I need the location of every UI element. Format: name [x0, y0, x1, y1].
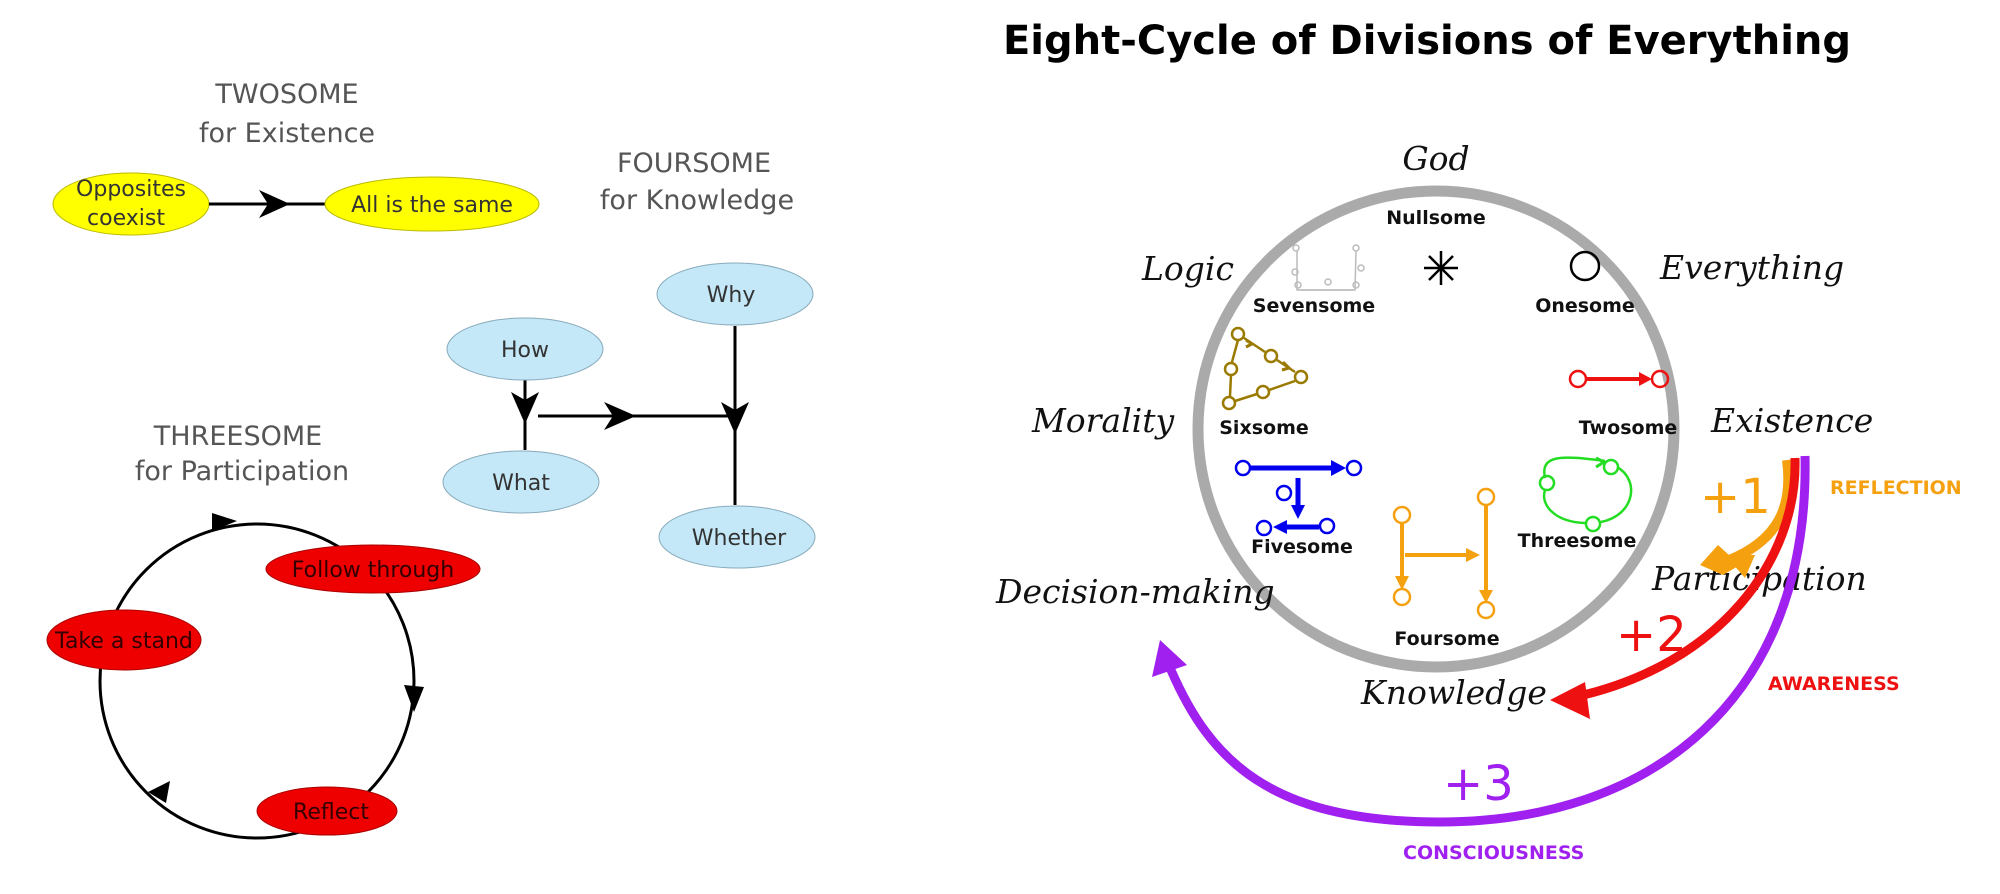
node-all-is-the-same	[324, 176, 540, 232]
label-nullsome: Nullsome	[1386, 207, 1486, 229]
node-how-label: How	[501, 338, 549, 363]
node-why	[656, 262, 814, 326]
cycle-arrowhead-bottom	[148, 781, 170, 803]
node-follow-through	[265, 544, 481, 594]
node-take-a-stand	[46, 609, 202, 671]
concept-decision-making: Decision-making	[995, 572, 1275, 611]
node-whether-label: Whether	[692, 526, 787, 551]
node-reflect-label: Reflect	[293, 800, 369, 825]
concept-morality: Morality	[1031, 401, 1174, 440]
label-threesome: Threesome	[1518, 530, 1637, 552]
node-what	[442, 450, 600, 514]
consciousness-label: CONSCIOUSNESS	[1403, 842, 1584, 864]
node-opposites-line2: coexist	[87, 206, 165, 231]
concept-knowledge: Knowledge	[1360, 673, 1547, 712]
node-take-a-stand-label: Take a stand	[54, 629, 193, 654]
threesome-subtitle: for Participation	[135, 456, 349, 487]
main-title: Eight-Cycle of Divisions of Everything	[1003, 18, 1851, 64]
label-sevensome: Sevensome	[1253, 295, 1375, 317]
node-follow-through-label: Follow through	[292, 558, 454, 583]
nullsome-asterisk-icon	[1424, 251, 1458, 285]
label-fivesome: Fivesome	[1251, 536, 1353, 558]
node-reflect	[256, 786, 398, 836]
label-twosome: Twosome	[1579, 417, 1678, 439]
foursome-diagram: FOURSOME for Knowledge How What Why Whet…	[442, 148, 816, 569]
arrowhead-why-whether	[721, 402, 749, 434]
awareness-label: AWARENESS	[1768, 673, 1900, 695]
reflection-arrowhead-fill	[1725, 555, 1755, 578]
ring-divisions: Nullsome Onesome Twosome Threesome Fours…	[1219, 207, 1677, 650]
node-opposites-line1: Opposites	[76, 177, 186, 202]
node-how	[446, 317, 604, 381]
reflection-label: REFLECTION	[1830, 477, 1962, 499]
consciousness-arrowhead	[1152, 640, 1187, 677]
node-why-label: Why	[707, 283, 756, 308]
reflection-arrow	[1725, 459, 1794, 566]
awareness-arrow	[1574, 457, 1800, 702]
concept-everything: Everything	[1659, 248, 1844, 287]
eight-cycle-ring	[1192, 185, 1680, 673]
node-whether	[658, 505, 816, 569]
foursome-glyph-icon	[1392, 487, 1496, 620]
label-onesome: Onesome	[1535, 295, 1635, 317]
node-what-label: What	[492, 471, 550, 496]
twosome-subtitle: for Existence	[199, 118, 375, 149]
arrowhead-horizontal	[604, 402, 636, 430]
arrowhead-how-what	[511, 392, 539, 424]
threesome-title: THREESOME	[153, 421, 322, 452]
twosome-title: TWOSOME	[214, 79, 358, 110]
sixsome-glyph-icon	[1221, 326, 1309, 411]
onesome-circle-icon	[1569, 250, 1601, 282]
concept-god: God	[1402, 139, 1469, 178]
cycle-arrowhead-right	[404, 685, 424, 712]
threesome-cycle	[98, 522, 416, 840]
consciousness-arrow	[1166, 455, 1810, 827]
reflection-arrowhead	[1700, 545, 1740, 575]
plus1-label: +1	[1700, 469, 1771, 525]
cycle-arrowhead-top	[212, 513, 237, 531]
concept-existence: Existence	[1710, 401, 1873, 440]
sevensome-glyph-icon	[1291, 244, 1365, 291]
twosome-diagram: TWOSOME for Existence Opposites coexist …	[52, 79, 540, 236]
awareness-arrowhead	[1550, 682, 1590, 719]
threesome-glyph-icon	[1538, 456, 1633, 533]
label-sixsome: Sixsome	[1219, 417, 1309, 439]
node-all-is-the-same-label: All is the same	[351, 193, 513, 218]
ring-concepts: God Everything Existence Participation K…	[995, 139, 1873, 712]
foursome-subtitle: for Knowledge	[600, 185, 794, 216]
plus2-label: +2	[1616, 607, 1687, 663]
twosome-glyph-icon	[1568, 369, 1670, 389]
plus3-label: +3	[1443, 756, 1514, 812]
twosome-arrowhead	[259, 190, 290, 218]
threesome-diagram: THREESOME for Participation Follow throu…	[46, 421, 481, 840]
foursome-title: FOURSOME	[617, 148, 771, 179]
fivesome-glyph-icon	[1234, 459, 1363, 537]
label-foursome: Foursome	[1394, 628, 1499, 650]
concept-logic: Logic	[1141, 249, 1234, 288]
